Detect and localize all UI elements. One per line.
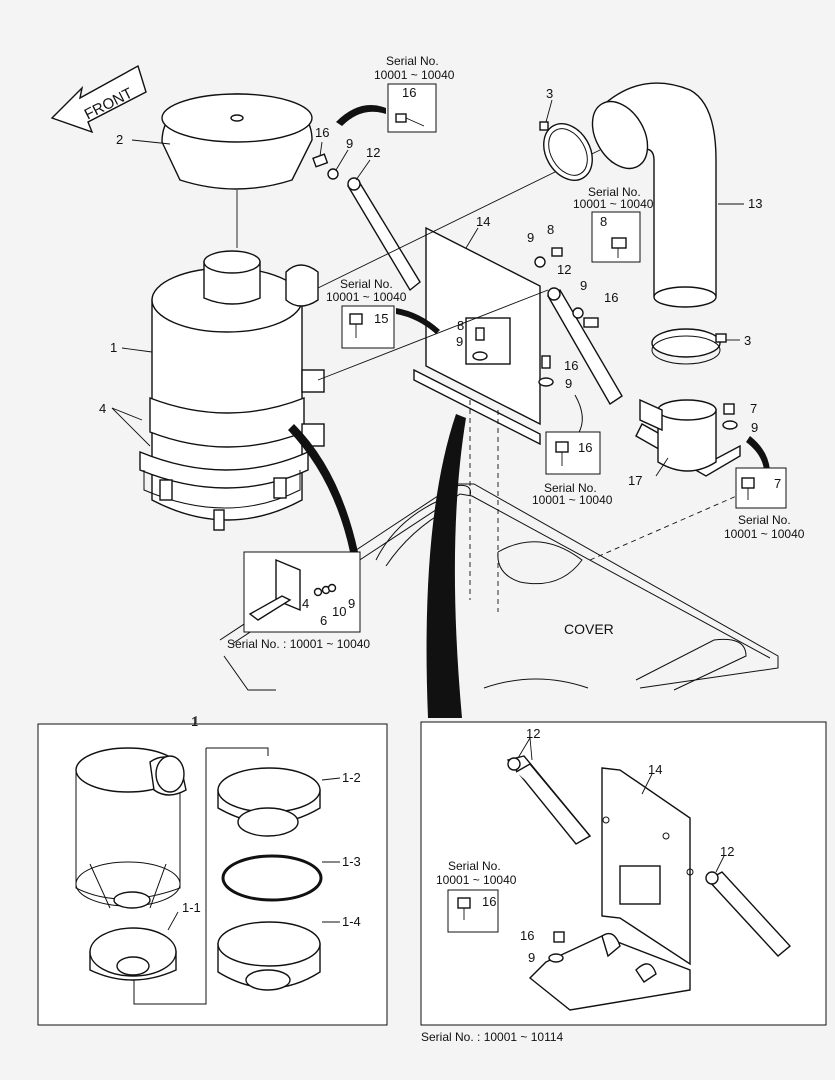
plate-detail-panel: 12 14 12 16 9 Serial No. 10001 ~ 10040 1… — [420, 721, 827, 1026]
serial-inline-b: Serial No. : 10001 ~ 10114 — [421, 1030, 564, 1044]
callout-9-b: 9 — [527, 230, 534, 245]
callout-9-d: 9 — [456, 334, 463, 349]
bracket-12-upper — [347, 159, 421, 292]
callout-12-a: 12 — [366, 145, 380, 160]
callout-1-3: 1-3 — [342, 854, 361, 869]
callout-9-e: 9 — [565, 376, 572, 391]
callout-16-center: 16 — [578, 440, 592, 455]
callout-1-1: 1-1 — [182, 900, 201, 915]
callout-15: 15 — [374, 311, 388, 326]
serial-label-lm: Serial No. — [340, 277, 393, 291]
callout-16-b: 16 — [604, 290, 618, 305]
serial-box-right-lower: 7 Serial No. 10001 ~ 10040 — [724, 467, 805, 541]
callout-16-e: 16 — [482, 894, 496, 909]
serial-box-center: 16 Serial No. 10001 ~ 10040 — [532, 431, 613, 507]
callout-7: 7 — [750, 401, 757, 416]
clamp-3-lower — [651, 328, 740, 365]
serial-label-center: Serial No. — [544, 481, 597, 495]
washer-9-top — [534, 256, 546, 268]
callout-9-detail: 9 — [348, 596, 355, 611]
callout-16-c: 16 — [564, 358, 578, 373]
serial-range-top: 10001 ~ 10040 — [374, 68, 455, 82]
serial-range-ru: 10001 ~ 10040 — [573, 197, 654, 211]
callout-1-panel: 1 — [191, 714, 198, 729]
serial-box-bracket-detail: 4 6 10 9 Serial No. : 10001 ~ 10040 — [227, 551, 370, 651]
upper-bolt-16 — [312, 141, 329, 168]
bolt-8-top — [551, 247, 563, 257]
callout-3-b: 3 — [744, 333, 751, 348]
callout-3-a: 3 — [546, 86, 553, 101]
bolt-7 — [723, 403, 735, 415]
callout-1-4: 1-4 — [342, 914, 361, 929]
callout-1-2: 1-2 — [342, 770, 361, 785]
serial-range-br: 10001 ~ 10040 — [436, 873, 517, 887]
callout-13: 13 — [748, 196, 762, 211]
exploded-view-panel: 1 1-1 1-2 1-3 1-4 — [37, 714, 388, 1026]
callout-6: 6 — [320, 613, 327, 628]
callout-7-box: 7 — [774, 476, 781, 491]
callout-16-top: 16 — [402, 85, 416, 100]
washer-9-bracket — [722, 420, 738, 430]
callout-4-detail: 4 — [302, 596, 309, 611]
callout-9-g: 9 — [528, 950, 535, 965]
plate-bolt-8 — [475, 327, 485, 341]
plate-bolt-16 — [541, 355, 551, 369]
callout-4: 4 — [99, 401, 106, 416]
serial-range-center: 10001 ~ 10040 — [532, 493, 613, 507]
front-direction-arrow: FRONT — [50, 64, 147, 134]
serial-label-top: Serial No. — [386, 54, 439, 68]
serial-inline-a: Serial No. : 10001 ~ 10040 — [227, 637, 370, 651]
serial-label-br: Serial No. — [448, 859, 501, 873]
hose-13 — [591, 82, 744, 308]
callout-9-c: 9 — [580, 278, 587, 293]
callout-9-f: 9 — [751, 420, 758, 435]
callout-16-d: 16 — [520, 928, 534, 943]
upper-washer-9 — [327, 149, 349, 180]
callout-2: 2 — [116, 132, 123, 147]
cover-label: COVER — [564, 621, 614, 637]
callout-1: 1 — [110, 340, 117, 355]
air-cleaner-body — [139, 250, 325, 531]
serial-range-lm: 10001 ~ 10040 — [326, 290, 407, 304]
clamp-3-upper — [539, 99, 593, 181]
callout-12-b: 12 — [557, 262, 571, 277]
callout-9-a: 9 — [346, 136, 353, 151]
callout-14-a: 14 — [476, 214, 490, 229]
mounting-plate — [413, 226, 541, 612]
callout-8-a: 8 — [547, 222, 554, 237]
bracket-17 — [635, 398, 741, 477]
callout-17: 17 — [628, 473, 642, 488]
callout-14-b: 14 — [648, 762, 662, 777]
serial-box-top: Serial No. 10001 ~ 10040 16 — [374, 54, 455, 133]
air-cleaner-cap — [161, 93, 313, 248]
callout-10: 10 — [332, 604, 346, 619]
callout-16-a: 16 — [315, 125, 329, 140]
callout-8-ru: 8 — [600, 214, 607, 229]
callout-8-b: 8 — [457, 318, 464, 333]
plate-washer-9b — [538, 377, 554, 387]
callout-12-d: 12 — [720, 844, 734, 859]
serial-label-rl: Serial No. — [738, 513, 791, 527]
serial-box-left-mid: Serial No. 10001 ~ 10040 15 — [326, 277, 407, 349]
serial-box-right-upper: Serial No. 10001 ~ 10040 8 — [573, 185, 654, 263]
serial-label-ru: Serial No. — [588, 185, 641, 199]
bracket-12-right — [547, 287, 623, 405]
callout-12-c: 12 — [526, 726, 540, 741]
serial-range-rl: 10001 ~ 10040 — [724, 527, 805, 541]
plate-washer-9 — [472, 351, 488, 361]
